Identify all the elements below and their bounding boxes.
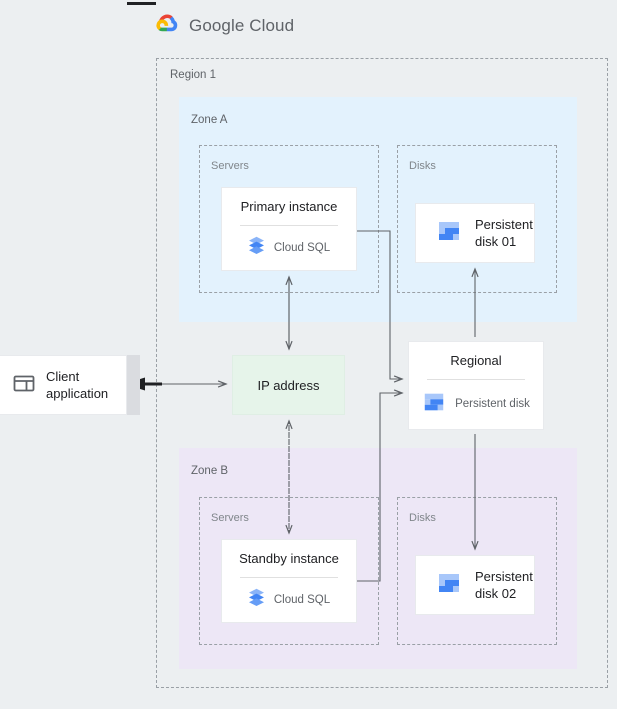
cloud-sql-icon <box>248 236 265 260</box>
standby-instance-product: Cloud SQL <box>222 588 356 612</box>
regional-disk-title: Regional <box>450 352 502 368</box>
persistent-disk-icon <box>436 570 462 601</box>
client-application-line1: Client <box>46 369 80 384</box>
primary-instance-title: Primary instance <box>240 198 338 214</box>
connector-primary-to-regional <box>357 230 402 379</box>
client-application-line2: application <box>46 386 109 401</box>
servers-group-zone-a-label: Servers <box>211 160 249 172</box>
standby-instance-card[interactable]: Standby instance Cloud SQL <box>221 539 357 623</box>
cloud-sql-icon <box>248 588 265 612</box>
disks-group-zone-a <box>397 145 557 293</box>
disks-group-zone-b-label: Disks <box>409 512 436 524</box>
primary-instance-card[interactable]: Primary instance Cloud SQL <box>221 187 357 271</box>
client-application-label: Client application <box>46 368 108 402</box>
servers-group-zone-b-label: Servers <box>211 512 249 524</box>
primary-instance-product: Cloud SQL <box>222 236 356 260</box>
persistent-disk-01-line1: Persistent <box>475 217 533 232</box>
regional-disk-product-label: Persistent disk <box>455 398 530 410</box>
ip-address-node[interactable]: IP address <box>232 355 345 415</box>
card-divider <box>240 224 338 226</box>
brand-google: Google <box>189 16 245 35</box>
persistent-disk-icon <box>422 390 446 419</box>
persistent-disk-02-line2: disk 02 <box>475 586 517 601</box>
region-label: Region 1 <box>170 69 217 81</box>
persistent-disk-icon <box>436 218 462 249</box>
regional-disk-card[interactable]: Regional Persistent disk <box>408 341 544 430</box>
client-application-card[interactable]: Client application <box>0 355 127 415</box>
zone-a-label: Zone A <box>191 114 228 126</box>
google-cloud-logo <box>155 13 180 39</box>
zone-b-label: Zone B <box>191 465 229 477</box>
persistent-disk-02-card[interactable]: Persistent disk 02 <box>415 555 535 615</box>
persistent-disk-01-line2: disk 01 <box>475 234 517 249</box>
persistent-disk-02-line1: Persistent <box>475 569 533 584</box>
regional-disk-product: Persistent disk <box>409 390 543 419</box>
persistent-disk-01-card[interactable]: Persistent disk 01 <box>415 203 535 263</box>
client-window-icon <box>13 372 35 399</box>
card-divider <box>240 576 338 578</box>
brand-label: Google Cloud <box>189 16 294 36</box>
ip-address-label: IP address <box>257 377 320 393</box>
primary-instance-product-label: Cloud SQL <box>273 241 331 254</box>
connector-standby-to-regional <box>357 393 402 582</box>
top-rule <box>127 2 156 5</box>
standby-instance-product-label: Cloud SQL <box>273 593 331 606</box>
standby-instance-title: Standby instance <box>239 550 339 566</box>
card-divider <box>427 378 525 380</box>
persistent-disk-02-label: Persistent disk 02 <box>475 568 533 602</box>
google-cloud-brand: Google Cloud <box>155 13 294 39</box>
disks-group-zone-a-label: Disks <box>409 160 436 172</box>
persistent-disk-01-label: Persistent disk 01 <box>475 216 533 250</box>
brand-cloud: Cloud <box>249 16 295 35</box>
disks-group-zone-b <box>397 497 557 645</box>
